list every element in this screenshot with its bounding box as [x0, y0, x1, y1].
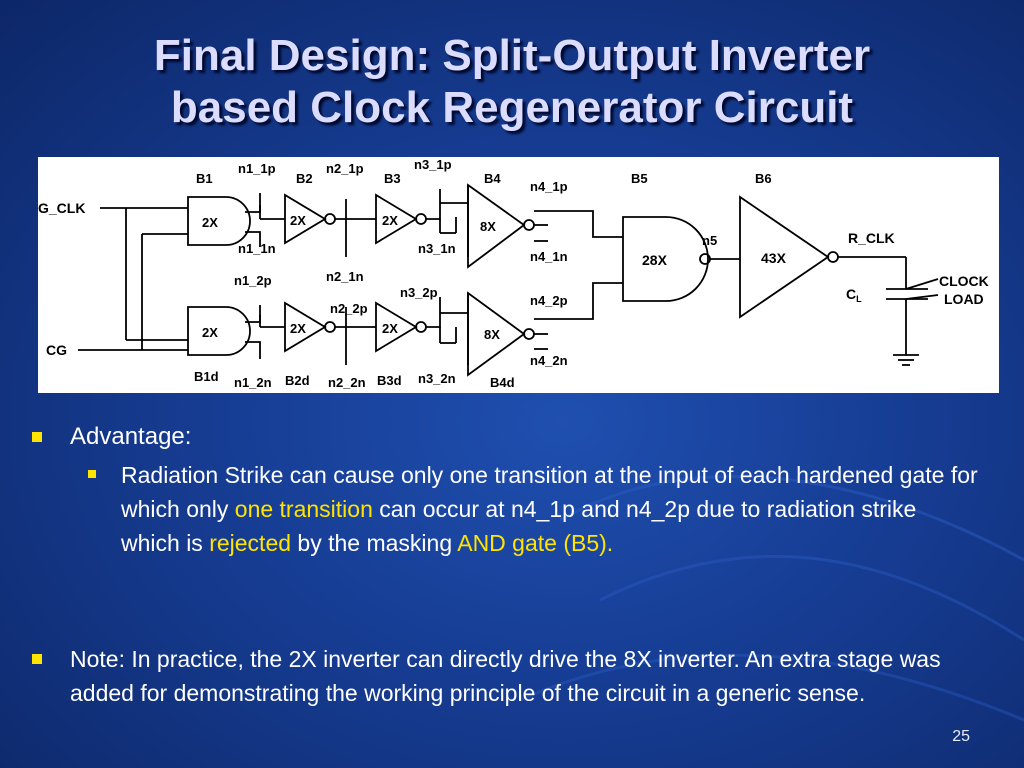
label-b2: B2: [296, 171, 313, 186]
text-part-3: by the masking: [291, 530, 458, 556]
label-cap: CL: [846, 286, 862, 304]
inverter-b2d: [284, 301, 327, 353]
net-n1-1n: n1_1n: [238, 241, 276, 256]
advantage-label: Advantage:: [70, 423, 192, 450]
size-b2d: 2X: [290, 321, 306, 336]
size-b4: 8X: [480, 219, 496, 234]
net-n1-2n: n1_2n: [234, 375, 272, 390]
sub-bullet-radiation: Radiation Strike can cause only one tran…: [88, 458, 978, 560]
label-gclk: G_CLK: [38, 200, 85, 216]
inverter-b2: [284, 193, 327, 245]
inverter-b3d: [375, 301, 418, 353]
size-b3d: 2X: [382, 321, 398, 336]
highlight-and-gate: AND gate (B5).: [457, 530, 614, 556]
net-n1-2p: n1_2p: [234, 273, 272, 288]
net-n5: n5: [702, 233, 717, 248]
label-cg: CG: [46, 342, 67, 358]
net-n4-2p: n4_2p: [530, 293, 568, 308]
net-n2-1p: n2_1p: [326, 161, 364, 176]
inverter-b6: [739, 195, 830, 319]
net-n3-2p: n3_2p: [400, 285, 438, 300]
size-b5: 28X: [642, 252, 668, 268]
gate-b1: [187, 196, 251, 246]
note-text: Note: In practice, the 2X inverter can d…: [70, 646, 941, 706]
label-b4d: B4d: [490, 375, 515, 390]
highlight-rejected: rejected: [209, 530, 292, 556]
label-b1d: B1d: [194, 369, 219, 384]
net-n2-2n: n2_2n: [328, 375, 366, 390]
label-load: LOAD: [944, 291, 984, 307]
label-cap-main: C: [846, 286, 856, 302]
gate-b1d: [187, 306, 251, 356]
label-b3: B3: [384, 171, 401, 186]
net-n1-1p: n1_1p: [238, 161, 276, 176]
net-n3-1n: n3_1n: [418, 241, 456, 256]
sub-bullet-square-icon: [88, 470, 96, 478]
highlight-one-transition: one transition: [234, 496, 373, 522]
size-b2: 2X: [290, 213, 306, 228]
text-part-1: Radiation Strike can cause only one tran…: [121, 462, 978, 522]
bullet-advantage: Advantage:: [32, 420, 992, 454]
size-b6: 43X: [761, 250, 787, 266]
net-n2-2p: n2_2p: [330, 301, 368, 316]
size-b1d: 2X: [202, 325, 218, 340]
title-line-1: Final Design: Split-Output Inverter: [153, 31, 871, 80]
bullet-square-icon: [32, 432, 42, 442]
label-b5: B5: [631, 171, 648, 186]
bullet-square-icon: [32, 654, 42, 664]
net-n4-1p: n4_1p: [530, 179, 568, 194]
inverter-b4: [467, 183, 526, 269]
label-clock: CLOCK: [939, 273, 989, 289]
size-b3: 2X: [382, 213, 398, 228]
title-line-2: based Clock Regenerator Circuit: [170, 83, 854, 132]
net-n2-1n: n2_1n: [326, 269, 364, 284]
label-rclk: R_CLK: [848, 230, 895, 246]
circuit-svg: G_CLK CG B1 B2 B3 B4 B5 B6 B1d B2d B3d B…: [38, 157, 989, 390]
inverter-b3: [375, 193, 418, 245]
gate-b5: [622, 216, 709, 302]
label-b2d: B2d: [285, 373, 310, 388]
label-b3d: B3d: [377, 373, 402, 388]
bullet-note: Note: In practice, the 2X inverter can d…: [32, 642, 992, 710]
text-part-2: can occur at n4_1p and n4_2p due to radi…: [121, 496, 917, 556]
page-number: 25: [952, 728, 970, 745]
size-b1: 2X: [202, 215, 218, 230]
inverter-b4d: [467, 291, 526, 377]
label-b4: B4: [484, 171, 501, 186]
size-b4d: 8X: [484, 327, 500, 342]
sub-bullet-text: Radiation Strike can cause only one tran…: [121, 458, 978, 560]
net-n4-2n: n4_2n: [530, 353, 568, 368]
net-n3-1p: n3_1p: [414, 157, 452, 172]
circuit-diagram: G_CLK CG B1 B2 B3 B4 B5 B6 B1d B2d B3d B…: [38, 157, 999, 393]
slide-title: Final Design: Split-Output Inverter base…: [0, 30, 1024, 134]
label-cap-sub: L: [856, 294, 862, 304]
label-b1: B1: [196, 171, 213, 186]
label-b6: B6: [755, 171, 772, 186]
net-n3-2n: n3_2n: [418, 371, 456, 386]
net-n4-1n: n4_1n: [530, 249, 568, 264]
